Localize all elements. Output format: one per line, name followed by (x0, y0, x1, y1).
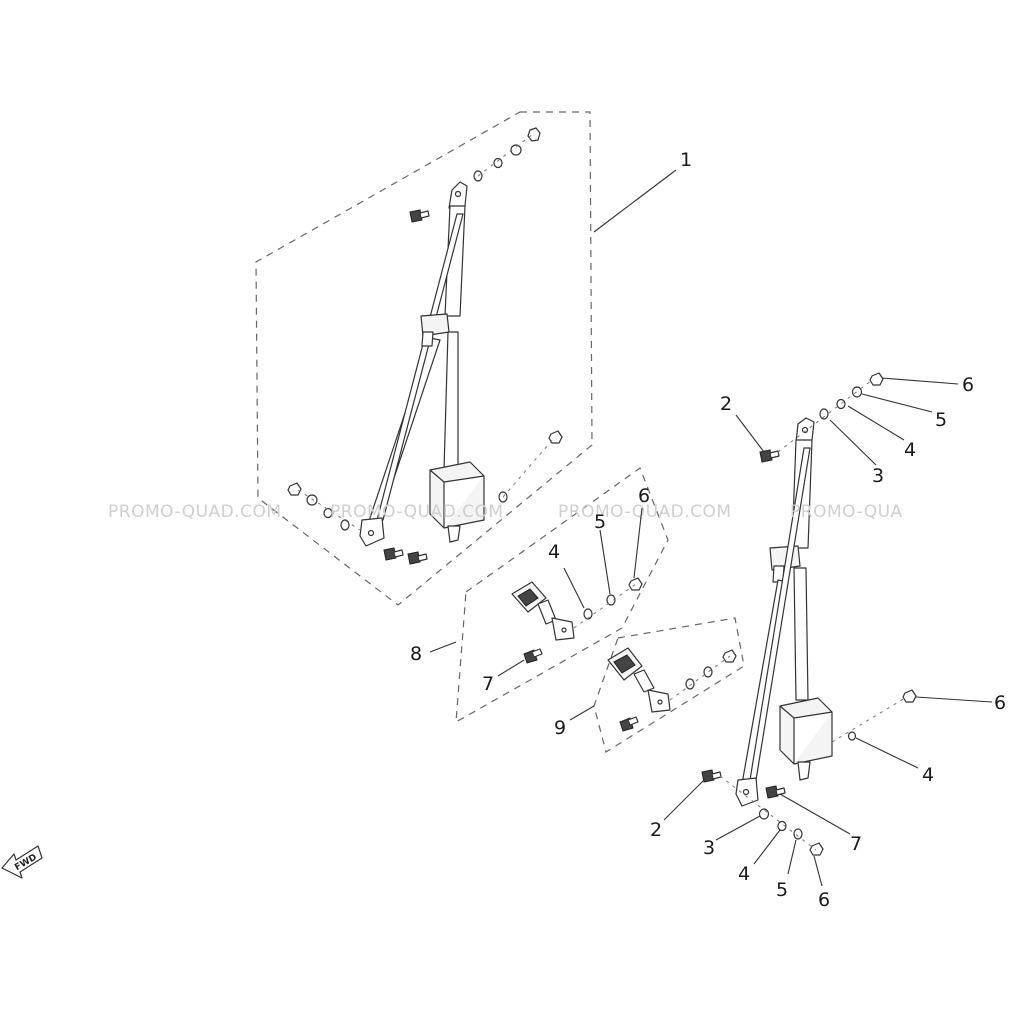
callout-3-bottom: 3 (703, 837, 715, 859)
callout-7-bottom: 7 (850, 833, 862, 855)
callout-8: 8 (410, 643, 422, 665)
assembly-9-boundary (593, 617, 745, 753)
assembly-8-boundary (455, 467, 669, 724)
callout-6-bottom: 6 (818, 889, 830, 911)
callout-4-mid: 4 (548, 541, 560, 563)
callout-7-mid: 7 (482, 673, 494, 695)
callout-6-top: 6 (962, 374, 974, 396)
right-belt-hardware (701, 372, 917, 856)
fwd-arrow-icon: FWD (1, 845, 43, 879)
callout-4-top: 4 (904, 439, 916, 461)
callout-2-bottom: 2 (650, 819, 662, 841)
callout-6-right: 6 (994, 692, 1006, 714)
left-seat-belt (359, 181, 485, 547)
callout-5-mid: 5 (594, 511, 606, 533)
callout-5-bottom: 5 (776, 879, 788, 901)
callout-9: 9 (554, 717, 566, 739)
right-seat-belt (735, 417, 833, 807)
watermark: PROMO-QUAD.COM (108, 502, 282, 522)
watermark: PROMO-QUA (790, 502, 903, 522)
watermark: PROMO-QUAD.COM (558, 502, 732, 522)
callout-4-right: 4 (922, 764, 934, 786)
buckle-9 (607, 647, 737, 732)
callout-6-mid: 6 (638, 485, 650, 507)
callout-2-top: 2 (720, 393, 732, 415)
left-belt-hardware (287, 127, 563, 565)
callout-3-top: 3 (872, 465, 884, 487)
callout-4-bottom: 4 (738, 863, 750, 885)
leader-lines (429, 169, 993, 887)
callout-1: 1 (680, 149, 692, 171)
callout-5-top: 5 (935, 409, 947, 431)
assembly-1-boundary (255, 111, 593, 606)
buckle-8 (511, 577, 643, 664)
watermark: PROMO-QUAD.COM (330, 502, 504, 522)
